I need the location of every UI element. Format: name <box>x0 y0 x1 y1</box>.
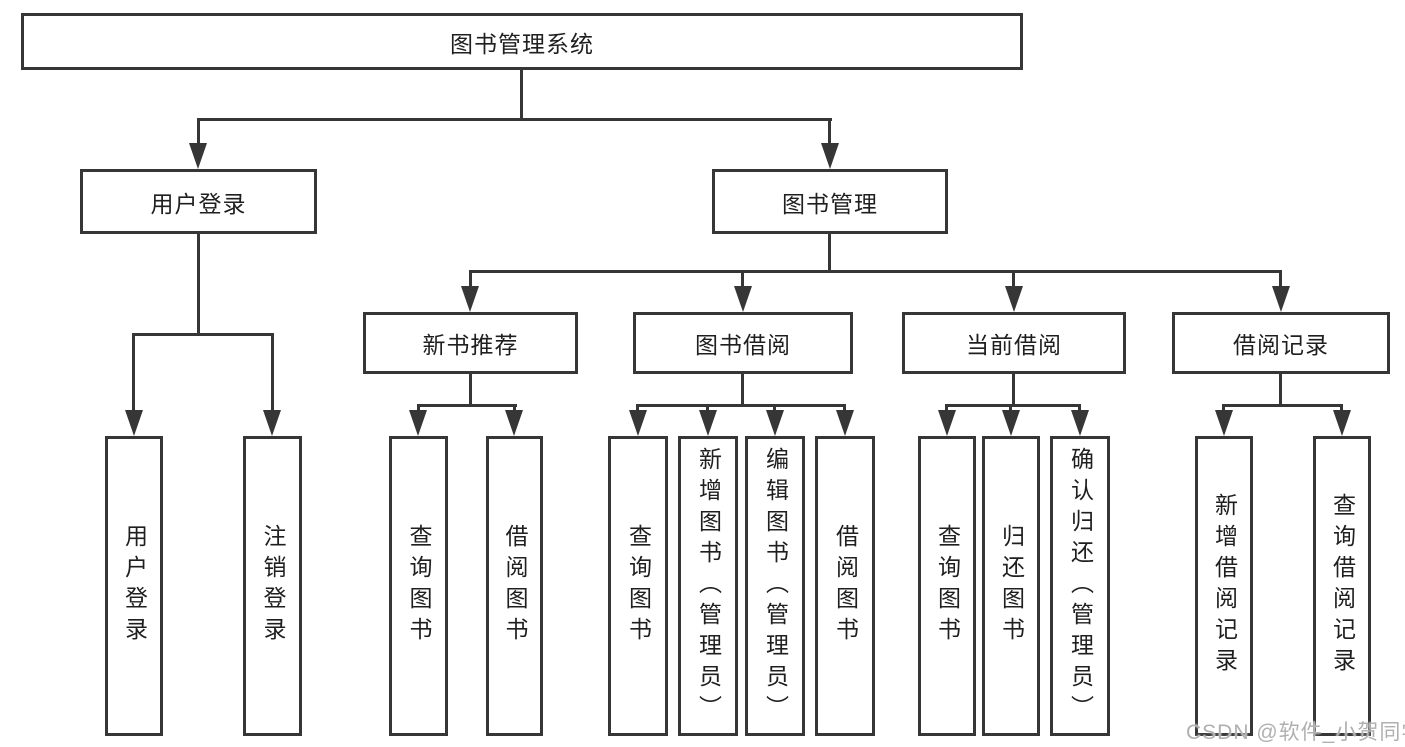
arrowhead-down-icon <box>836 410 854 436</box>
arrowhead-down-icon <box>1071 410 1089 436</box>
leaf-borrow-books-recommend: 借阅图书 <box>486 436 543 736</box>
connector-line <box>741 270 744 288</box>
arrowhead-down-icon <box>189 143 207 169</box>
node-user-login: 用户登录 <box>80 169 317 234</box>
arrowhead-down-icon <box>1333 410 1351 436</box>
watermark: CSDN @软件_小贺同学 <box>1186 721 1405 744</box>
leaf-label: 确认归还（管理员） <box>1067 446 1094 726</box>
arrowhead-down-icon <box>125 410 143 436</box>
connector-line <box>1340 404 1343 412</box>
connector-line <box>197 118 832 121</box>
leaf-borrow-books: 借阅图书 <box>815 436 875 736</box>
connector-line <box>1222 404 1225 412</box>
leaf-label: 借阅图书 <box>502 524 528 648</box>
connector-line <box>945 404 948 412</box>
connector-line <box>636 404 639 412</box>
arrowhead-down-icon <box>766 410 784 436</box>
connector-line <box>1009 404 1012 412</box>
connector-line <box>197 234 200 336</box>
leaf-return-book: 归还图书 <box>982 436 1040 736</box>
node-current-borrow: 当前借阅 <box>902 312 1126 374</box>
connector-line <box>1224 404 1342 407</box>
node-label: 图书管理 <box>782 190 878 217</box>
leaf-query-books-current: 查询图书 <box>918 436 976 736</box>
leaf-confirm-return-admin: 确认归还（管理员） <box>1050 436 1110 736</box>
leaf-label: 注销登录 <box>260 524 286 648</box>
node-book-borrow: 图书借阅 <box>633 312 853 374</box>
node-label: 借阅记录 <box>1233 332 1329 358</box>
connector-line <box>706 404 709 412</box>
connector-line <box>773 404 776 412</box>
arrowhead-down-icon <box>263 410 281 436</box>
arrowhead-down-icon <box>821 143 839 169</box>
arrowhead-down-icon <box>1272 286 1290 312</box>
arrowhead-down-icon <box>505 410 523 436</box>
arrowhead-down-icon <box>461 286 479 312</box>
arrowhead-down-icon <box>938 410 956 436</box>
connector-line <box>1279 270 1282 288</box>
arrowhead-down-icon <box>1215 410 1233 436</box>
leaf-label: 查询借阅记录 <box>1329 493 1356 679</box>
connector-line <box>417 404 420 412</box>
leaf-label: 新增图书（管理员） <box>695 446 722 726</box>
node-label: 图书管理系统 <box>450 30 594 57</box>
leaf-query-borrow-record: 查询借阅记录 <box>1313 436 1371 736</box>
connector-line <box>470 270 1282 273</box>
node-label: 用户登录 <box>150 190 247 217</box>
connector-line <box>638 404 846 407</box>
node-new-book-recommend: 新书推荐 <box>363 312 578 374</box>
leaf-add-book-admin: 新增图书（管理员） <box>678 436 738 736</box>
arrowhead-down-icon <box>734 286 752 312</box>
leaf-user-login: 用户登录 <box>105 436 163 736</box>
connector-line <box>469 374 472 406</box>
leaf-query-books-recommend: 查询图书 <box>389 436 448 736</box>
leaf-label: 归还图书 <box>998 524 1025 648</box>
leaf-label: 查询图书 <box>406 524 432 648</box>
leaf-logout: 注销登录 <box>243 436 302 736</box>
leaf-query-books-borrow: 查询图书 <box>608 436 668 736</box>
leaf-label: 查询图书 <box>934 524 961 648</box>
connector-line <box>133 333 274 336</box>
connector-line <box>1012 374 1015 406</box>
arrowhead-down-icon <box>1002 410 1020 436</box>
connector-line <box>271 333 274 412</box>
connector-line <box>828 234 831 272</box>
leaf-label: 借阅图书 <box>832 524 859 648</box>
leaf-add-borrow-record: 新增借阅记录 <box>1195 436 1253 736</box>
connector-line <box>513 404 516 412</box>
node-borrow-records: 借阅记录 <box>1172 312 1390 374</box>
leaf-label: 新增借阅记录 <box>1211 493 1238 679</box>
connector-line <box>197 118 200 145</box>
connector-line <box>947 404 1080 407</box>
connector-line <box>843 404 846 412</box>
node-book-management-system: 图书管理系统 <box>21 13 1023 70</box>
arrowhead-down-icon <box>1005 286 1023 312</box>
leaf-label: 编辑图书（管理员） <box>762 446 789 726</box>
node-book-management: 图书管理 <box>712 169 948 234</box>
connector-line <box>469 270 472 288</box>
arrowhead-down-icon <box>699 410 717 436</box>
connector-line <box>1078 404 1081 412</box>
connector-line <box>828 118 831 145</box>
leaf-edit-book-admin: 编辑图书（管理员） <box>745 436 805 736</box>
leaf-label: 用户登录 <box>121 524 148 648</box>
node-label: 图书借阅 <box>695 332 791 358</box>
arrowhead-down-icon <box>629 410 647 436</box>
connector-line <box>520 70 523 121</box>
arrowhead-down-icon <box>409 410 427 436</box>
node-label: 新书推荐 <box>422 332 519 358</box>
leaf-label: 查询图书 <box>625 524 652 648</box>
node-label: 当前借阅 <box>966 332 1062 358</box>
connector-line <box>417 404 517 407</box>
connector-line <box>741 374 744 406</box>
connector-line <box>1279 374 1282 406</box>
connector-line <box>132 333 135 412</box>
connector-line <box>1012 270 1015 288</box>
